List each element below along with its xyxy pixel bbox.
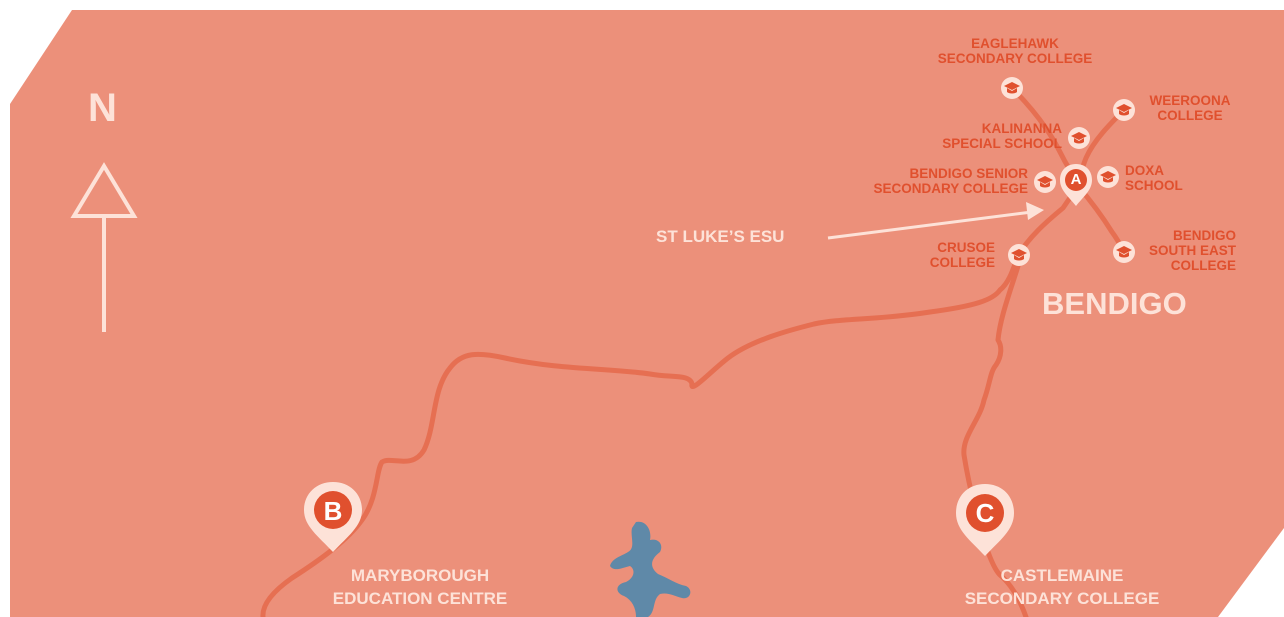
school-label-bendigo-south-east: BENDIGO SOUTH EAST COLLEGE — [1148, 228, 1236, 274]
marker-c-pin[interactable] — [954, 482, 1016, 558]
marker-c-label: CASTLEMAINE SECONDARY COLLEGE — [964, 566, 1160, 608]
graduation-cap-icon[interactable] — [1113, 241, 1135, 263]
school-label-eaglehawk: EAGLEHAWK SECONDARY COLLEGE — [937, 36, 1093, 67]
graduation-cap-icon[interactable] — [1001, 77, 1023, 99]
town-label-bendigo: BENDIGO — [1042, 286, 1187, 321]
school-label-bendigo-senior: BENDIGO SENIOR SECONDARY COLLEGE — [873, 166, 1028, 197]
esu-leader-line — [827, 210, 1033, 240]
marker-a-letter: A — [1070, 171, 1082, 188]
graduation-cap-icon[interactable] — [1113, 99, 1135, 121]
marker-c-letter: C — [975, 498, 995, 528]
graduation-cap-icon[interactable] — [1034, 171, 1056, 193]
school-label-kalinanna: KALINANNA SPECIAL SCHOOL — [942, 121, 1062, 152]
graduation-cap-icon[interactable] — [1097, 166, 1119, 188]
road-c-to-bendigo — [961, 263, 1029, 617]
school-label-crusoe: CRUSOE COLLEGE — [929, 240, 995, 271]
esu-arrowhead — [1026, 202, 1044, 220]
marker-b-pin[interactable] — [302, 480, 364, 554]
marker-a-pin[interactable] — [1058, 162, 1094, 210]
north-arrow-icon — [70, 162, 138, 332]
marker-b-letter: B — [323, 496, 343, 526]
school-label-weeroona: WEEROONA COLLEGE — [1149, 93, 1231, 124]
esu-label: ST LUKE’S ESU — [656, 227, 785, 246]
school-label-doxa: DOXA SCHOOL — [1125, 163, 1183, 194]
graduation-cap-icon[interactable] — [1068, 127, 1090, 149]
north-label: N — [88, 86, 117, 130]
marker-b-label: MARYBOROUGH EDUCATION CENTRE — [332, 566, 508, 608]
lake — [610, 521, 691, 617]
graduation-cap-icon[interactable] — [1008, 244, 1030, 266]
road-b-to-a — [260, 183, 1081, 617]
